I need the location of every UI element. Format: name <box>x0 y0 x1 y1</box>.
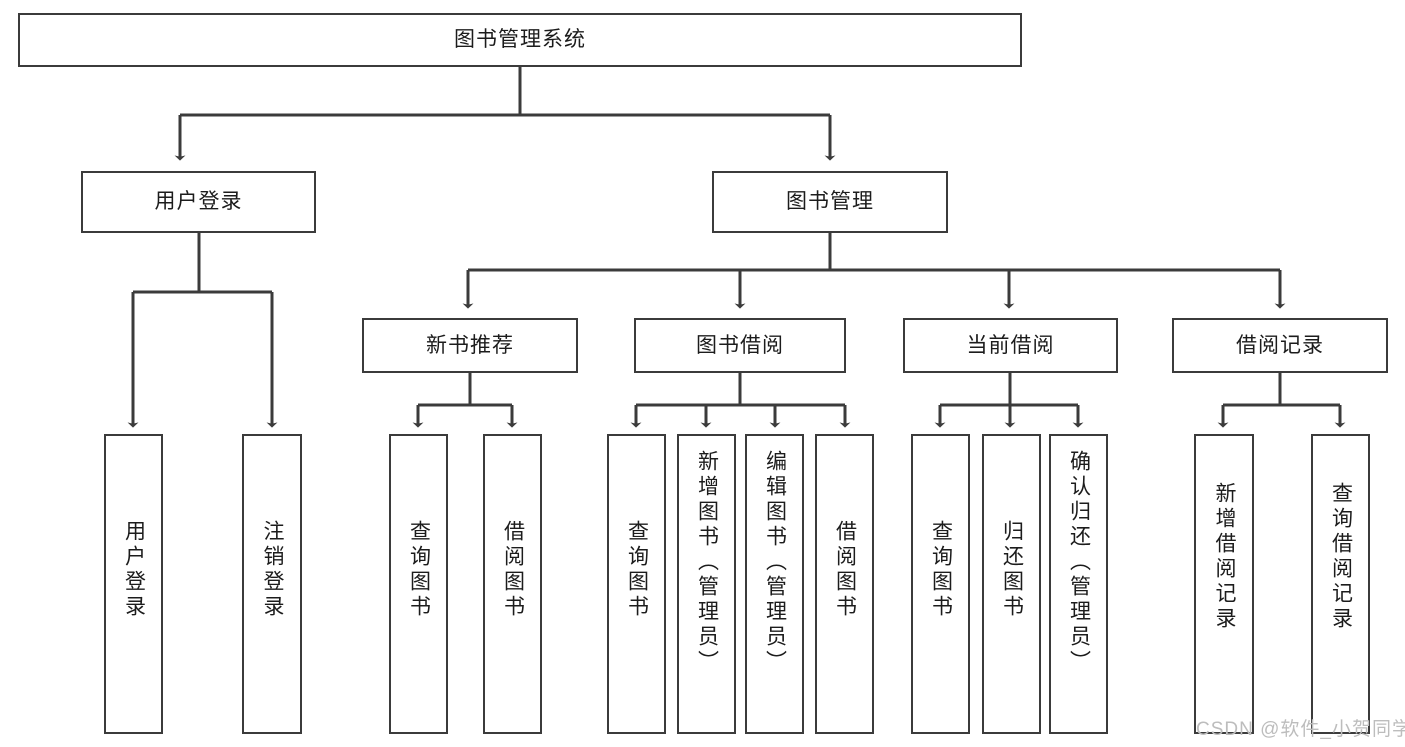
node-label: 新增借阅记录 <box>1213 482 1237 632</box>
node-label: 注销登录 <box>261 520 285 620</box>
node-book-management-system[interactable]: 图书管理系统 <box>18 13 1022 67</box>
node-label: 查询图书 <box>929 520 953 620</box>
leaf-user-login[interactable]: 用户登录 <box>104 434 163 734</box>
leaf-logout-login[interactable]: 注销登录 <box>242 434 302 734</box>
node-label: 编辑图书（管理员） <box>763 450 787 675</box>
node-label: 新增图书（管理员） <box>695 450 719 675</box>
node-label: 借阅记录 <box>1236 333 1324 357</box>
leaf-edit-book-admin[interactable]: 编辑图书（管理员） <box>745 434 804 734</box>
node-label: 借阅图书 <box>501 520 525 620</box>
leaf-query-book-borrow[interactable]: 查询图书 <box>607 434 666 734</box>
leaf-borrow-book-recommend[interactable]: 借阅图书 <box>483 434 542 734</box>
node-user-login[interactable]: 用户登录 <box>81 171 316 233</box>
leaf-query-book-recommend[interactable]: 查询图书 <box>389 434 448 734</box>
node-book-borrow[interactable]: 图书借阅 <box>634 318 846 373</box>
leaf-query-borrow-record[interactable]: 查询借阅记录 <box>1311 434 1370 734</box>
node-book-management[interactable]: 图书管理 <box>712 171 948 233</box>
node-label: 图书管理系统 <box>454 28 586 52</box>
node-label: 查询借阅记录 <box>1329 482 1353 632</box>
leaf-query-book-current[interactable]: 查询图书 <box>911 434 970 734</box>
node-borrow-record[interactable]: 借阅记录 <box>1172 318 1388 373</box>
node-label: 借阅图书 <box>833 520 857 620</box>
node-label: 图书借阅 <box>696 333 784 357</box>
node-label: 用户登录 <box>122 520 146 620</box>
leaf-add-book-admin[interactable]: 新增图书（管理员） <box>677 434 736 734</box>
node-new-book-recommend[interactable]: 新书推荐 <box>362 318 578 373</box>
leaf-borrow-book[interactable]: 借阅图书 <box>815 434 874 734</box>
node-label: 新书推荐 <box>426 333 514 357</box>
node-label: 图书管理 <box>786 190 874 214</box>
node-label: 查询图书 <box>407 520 431 620</box>
leaf-confirm-return-admin[interactable]: 确认归还（管理员） <box>1049 434 1108 734</box>
node-current-borrow[interactable]: 当前借阅 <box>903 318 1118 373</box>
csdn-watermark: CSDN @软件_小贺同学 <box>1196 719 1405 740</box>
leaf-add-borrow-record[interactable]: 新增借阅记录 <box>1194 434 1254 734</box>
node-label: 用户登录 <box>154 190 243 214</box>
node-label: 当前借阅 <box>966 333 1055 357</box>
node-label: 查询图书 <box>625 520 649 620</box>
node-label: 归还图书 <box>1000 520 1024 620</box>
leaf-return-book[interactable]: 归还图书 <box>982 434 1041 734</box>
node-label: 确认归还（管理员） <box>1067 450 1091 675</box>
